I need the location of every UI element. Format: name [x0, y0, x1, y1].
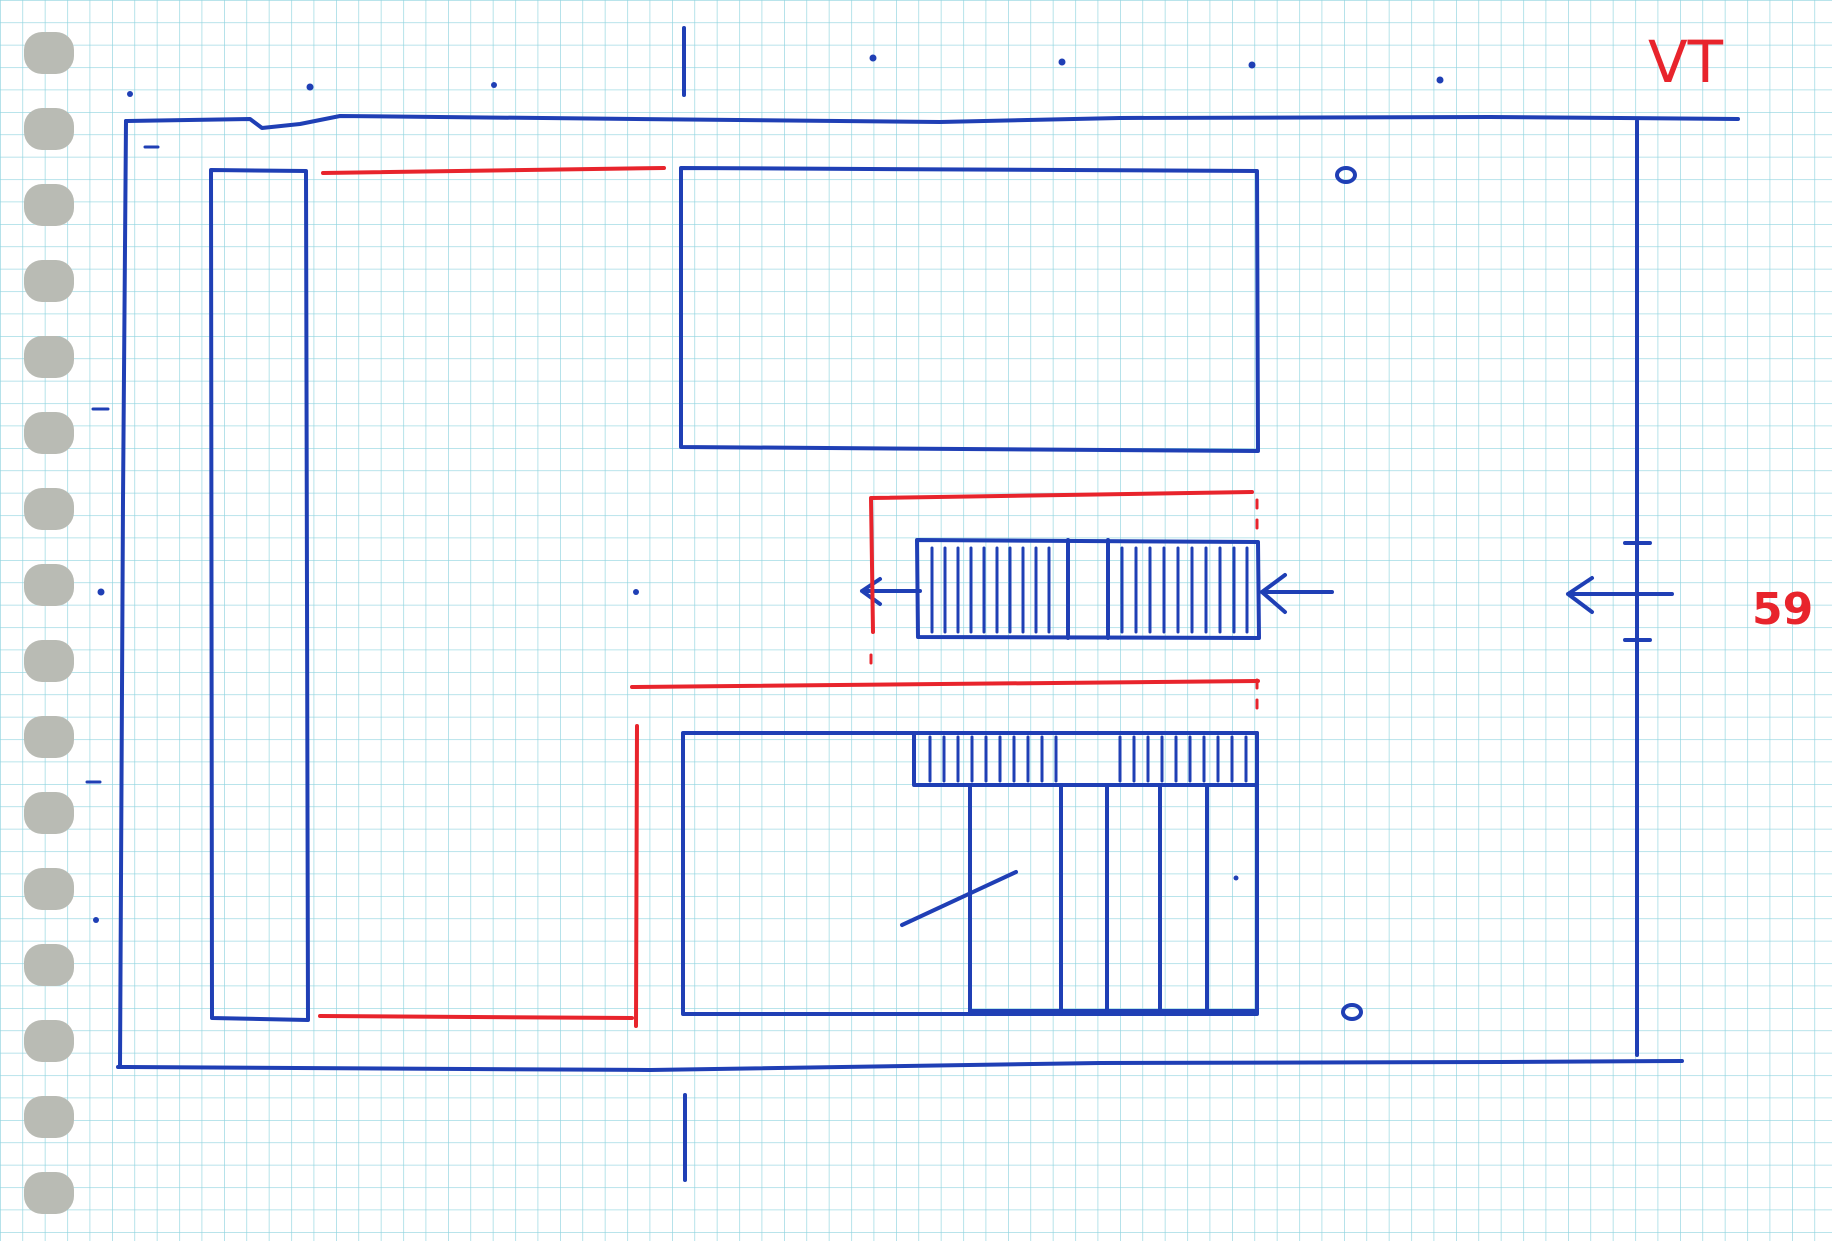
red-line-landing: [630, 679, 1260, 689]
binder-hole: [24, 716, 74, 758]
binder-hole: [24, 944, 74, 986]
axis-dot: [1233, 875, 1239, 881]
axis-dot: [1058, 58, 1066, 66]
axis-dot: [633, 589, 639, 595]
binder-hole: [24, 488, 74, 530]
binder-hole: [24, 336, 74, 378]
outer-wall-top: [124, 114, 1740, 130]
upper-stair-box: [915, 538, 1261, 640]
column-marker: [1335, 166, 1357, 184]
binder-hole: [24, 184, 74, 226]
side-label: 59: [1752, 584, 1813, 635]
binder-hole: [24, 1096, 74, 1138]
column-marker: [1341, 1003, 1363, 1021]
binder-hole: [24, 564, 74, 606]
lower-stair-treads: [928, 735, 1248, 783]
binder-hole: [24, 412, 74, 454]
axis-ticks: [85, 145, 160, 784]
right-arrow: [1566, 576, 1674, 614]
upper-stair-divider: [1066, 538, 1110, 640]
axis-dot: [491, 82, 497, 88]
upper-stair-treads: [930, 546, 1249, 634]
axis-dot: [1248, 61, 1256, 69]
red-dashes-right: [869, 498, 1259, 710]
binder-holes: [24, 32, 74, 1214]
axis-dot: [869, 54, 877, 62]
binder-hole: [24, 1020, 74, 1062]
outer-wall-left: [118, 119, 128, 1069]
entry-arrow: [1260, 573, 1334, 614]
axis-dot: [97, 588, 105, 596]
red-line-upper-stair: [869, 490, 1254, 634]
lower-stair-box: [912, 731, 1259, 787]
blue-ink-drawing: [85, 26, 1740, 1182]
axis-dot: [1436, 76, 1444, 84]
upper-room: [679, 166, 1260, 453]
axis-dots: [93, 54, 1444, 923]
red-line-lower-left: [634, 724, 639, 1028]
left-column: [209, 168, 310, 1022]
lower-room-partitions: [968, 783, 1209, 1016]
binder-hole: [24, 108, 74, 150]
axis-dot: [93, 917, 99, 923]
binder-hole: [24, 792, 74, 834]
binder-hole: [24, 32, 74, 74]
right-wall-ticks: [1623, 541, 1652, 642]
red-line-bottom: [318, 1014, 634, 1020]
binder-hole: [24, 260, 74, 302]
corner-label: VT: [1648, 28, 1724, 96]
binder-hole: [24, 868, 74, 910]
outer-wall-bottom: [116, 1059, 1684, 1072]
binder-hole: [24, 1172, 74, 1214]
diagonal-stroke: [900, 870, 1018, 927]
binder-hole: [24, 640, 74, 682]
red-ink-drawing: [318, 166, 1260, 1028]
red-line-top-left: [321, 166, 666, 175]
axis-dot: [127, 91, 133, 97]
axis-dot: [306, 83, 314, 91]
